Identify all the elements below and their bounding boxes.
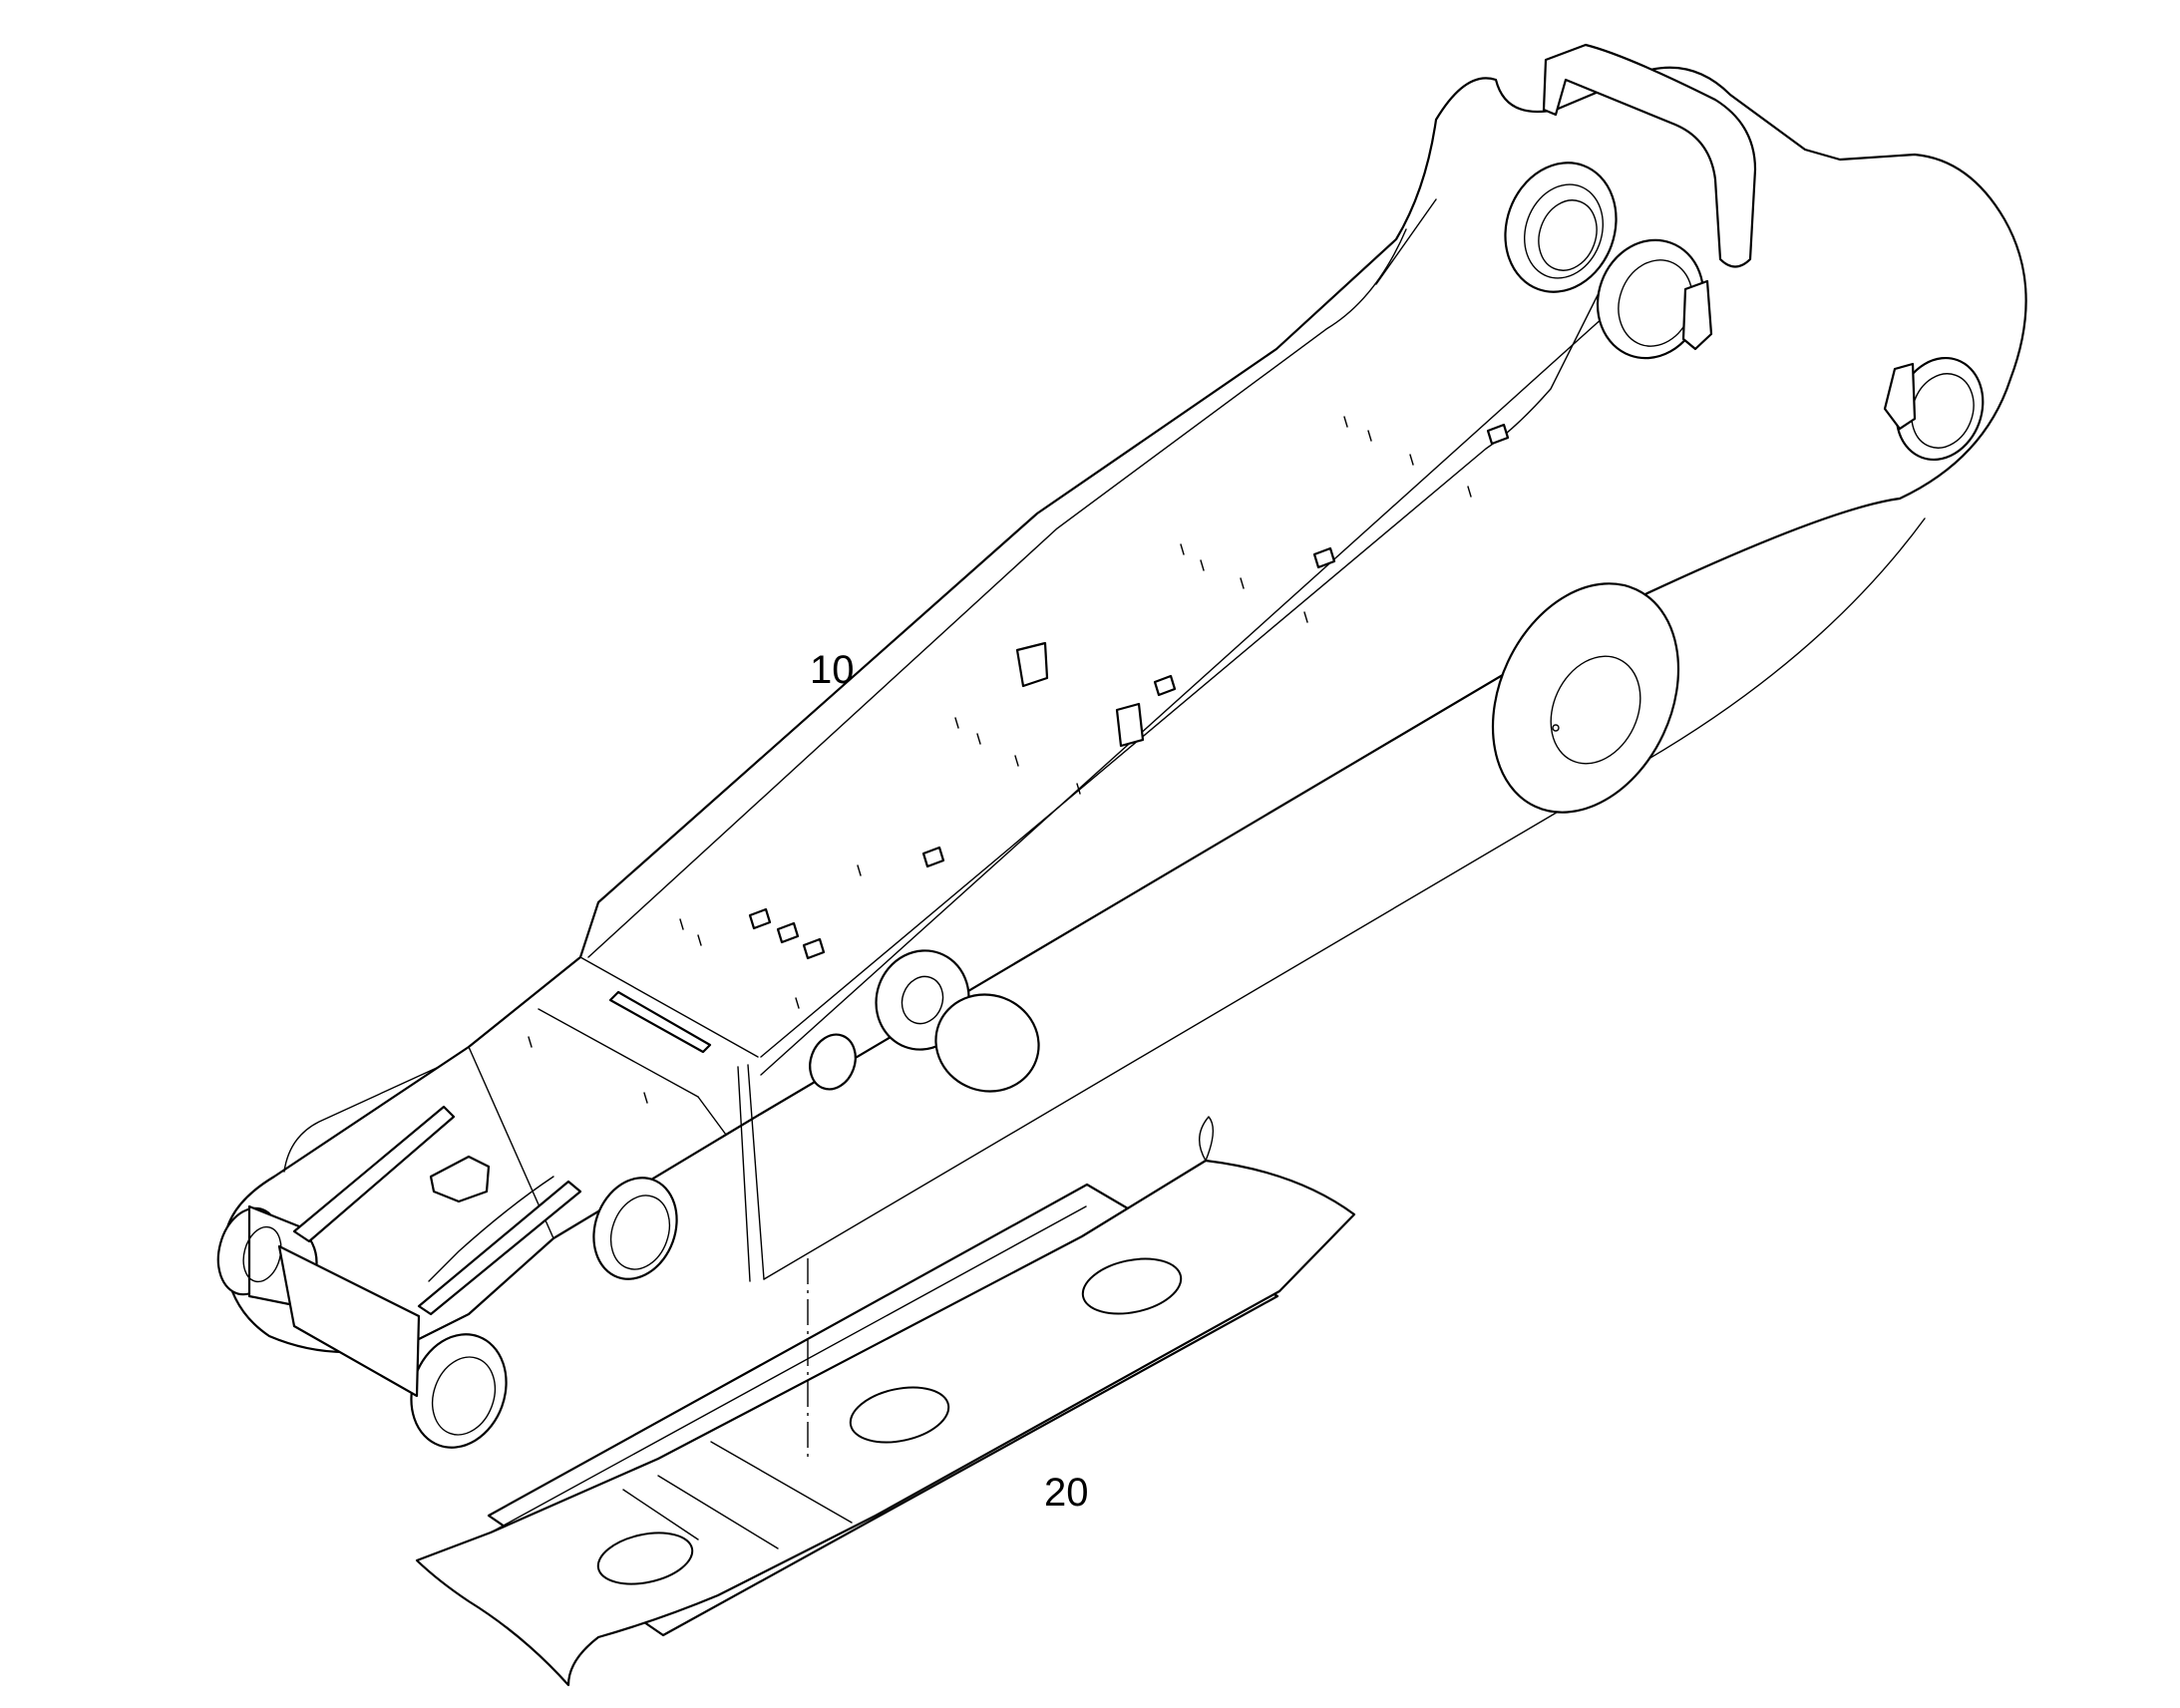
callout-part-20: 20 [1044, 1471, 1089, 1515]
callout-part-10: 10 [810, 648, 855, 692]
boom-body-part-10 [216, 43, 2027, 1449]
bottom-plate-part-20 [415, 1116, 1356, 1687]
